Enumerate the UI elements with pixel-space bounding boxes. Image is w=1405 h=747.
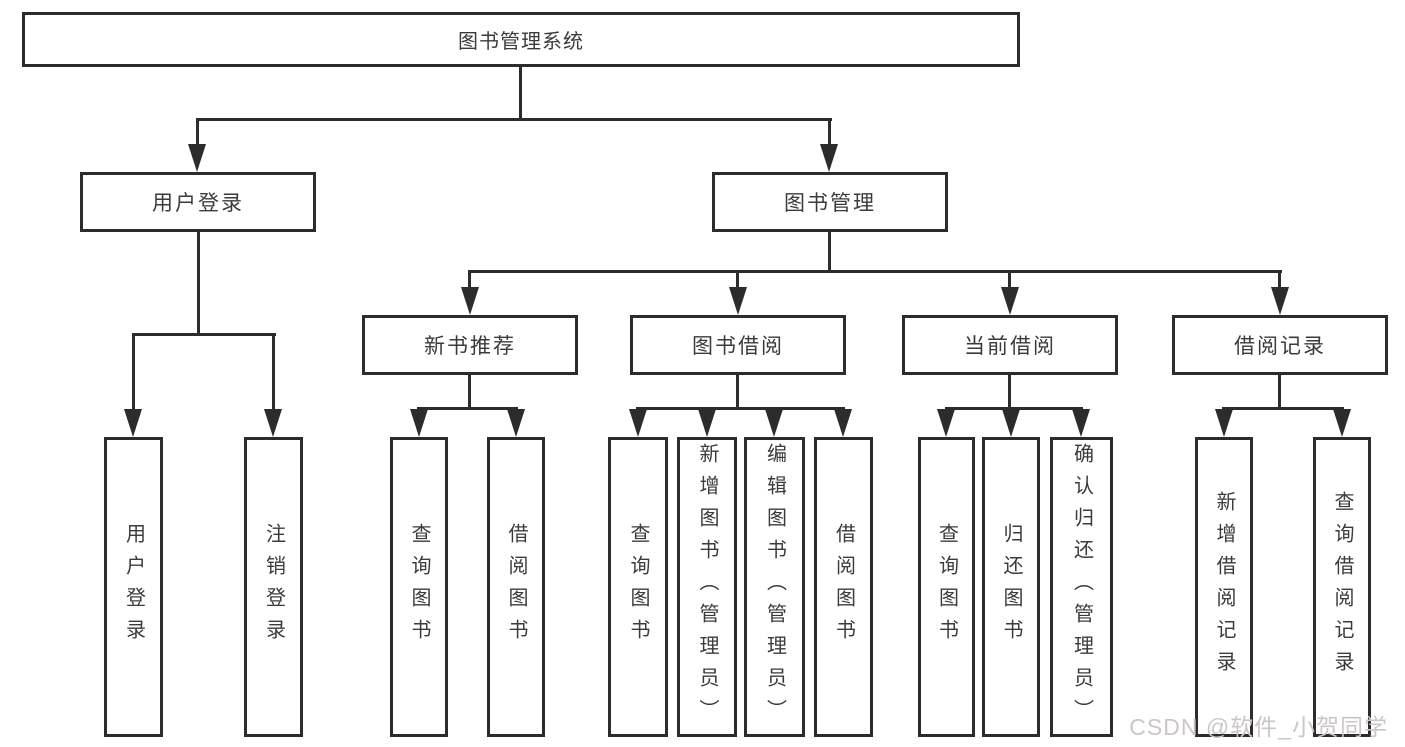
arrow-down-icon — [765, 409, 783, 437]
leaf-recommend-borrow-book-label: 借阅图书 — [505, 523, 527, 651]
arrow-down-icon — [629, 409, 647, 437]
connector-line — [132, 333, 276, 336]
leaf-recommend-query-book: 查询图书 — [390, 437, 448, 737]
node-book-borrowing: 图书借阅 — [630, 315, 846, 375]
leaf-borrow-query-book-label: 查询图书 — [627, 523, 649, 651]
leaf-login-logout: 注销登录 — [244, 437, 303, 737]
leaf-borrow-edit-book-admin: 编辑图书（管理员） — [744, 437, 805, 737]
watermark: CSDN @软件_小贺同学 — [1129, 714, 1388, 740]
connector-line — [272, 333, 275, 411]
arrow-down-icon — [1333, 409, 1351, 437]
arrow-down-icon — [698, 409, 716, 437]
leaf-current-query-book-label: 查询图书 — [935, 523, 958, 651]
node-user-login-label: 用户登录 — [152, 192, 244, 215]
node-book-management-label: 图书管理 — [784, 192, 876, 215]
leaf-login-logout-label: 注销登录 — [262, 523, 285, 651]
leaf-current-query-book: 查询图书 — [918, 437, 975, 737]
node-book-management: 图书管理 — [712, 172, 948, 232]
leaf-records-add-record-label: 新增借阅记录 — [1213, 491, 1235, 683]
connector-line — [1278, 375, 1281, 409]
arrow-down-icon — [188, 144, 206, 172]
connector-line — [468, 375, 471, 409]
connector-line — [196, 118, 832, 121]
node-root: 图书管理系统 — [22, 12, 1020, 67]
leaf-records-query-record-label: 查询借阅记录 — [1331, 491, 1353, 683]
arrow-down-icon — [124, 409, 142, 437]
leaf-borrow-add-book-admin: 新增图书（管理员） — [677, 437, 737, 737]
leaf-current-return-book: 归还图书 — [982, 437, 1040, 737]
connector-line — [1008, 375, 1011, 409]
arrow-down-icon — [461, 287, 479, 315]
leaf-login-user-login-label: 用户登录 — [122, 523, 145, 651]
connector-line — [468, 270, 471, 289]
connector-line — [196, 118, 199, 146]
arrow-down-icon — [729, 287, 747, 315]
leaf-borrow-borrow-book-label: 借阅图书 — [832, 523, 855, 651]
connector-line — [197, 232, 200, 335]
connector-line — [1222, 407, 1344, 410]
node-new-book-recommend: 新书推荐 — [362, 315, 578, 375]
node-new-book-recommend-label: 新书推荐 — [424, 335, 516, 358]
leaf-current-confirm-return-admin: 确认归还（管理员） — [1050, 437, 1113, 737]
node-borrowing-records: 借阅记录 — [1172, 315, 1388, 375]
arrow-down-icon — [820, 144, 838, 172]
node-root-label: 图书管理系统 — [458, 31, 584, 53]
arrow-down-icon — [1215, 409, 1233, 437]
arrow-down-icon — [1072, 409, 1090, 437]
leaf-borrow-borrow-book: 借阅图书 — [814, 437, 873, 737]
node-borrowing-records-label: 借阅记录 — [1234, 335, 1326, 358]
connector-line — [417, 407, 518, 410]
connector-line — [736, 270, 739, 289]
leaf-records-query-record: 查询借阅记录 — [1313, 437, 1371, 737]
connector-line — [636, 407, 845, 410]
leaf-recommend-borrow-book: 借阅图书 — [487, 437, 545, 737]
arrow-down-icon — [1001, 287, 1019, 315]
leaf-login-user-login: 用户登录 — [104, 437, 163, 737]
arrow-down-icon — [507, 409, 525, 437]
leaf-borrow-query-book: 查询图书 — [608, 437, 668, 737]
leaf-records-add-record: 新增借阅记录 — [1195, 437, 1253, 737]
connector-line — [519, 67, 522, 118]
node-current-borrowing: 当前借阅 — [902, 315, 1118, 375]
node-user-login: 用户登录 — [80, 172, 316, 232]
connector-line — [132, 333, 135, 411]
connector-line — [945, 407, 1083, 410]
leaf-current-confirm-return-admin-label: 确认归还（管理员） — [1070, 443, 1093, 731]
node-current-borrowing-label: 当前借阅 — [964, 335, 1056, 358]
connector-line — [1278, 270, 1281, 289]
connector-line — [828, 232, 831, 273]
arrow-down-icon — [1002, 409, 1020, 437]
arrow-down-icon — [834, 409, 852, 437]
connector-line — [1008, 270, 1011, 289]
arrow-down-icon — [264, 409, 282, 437]
leaf-borrow-edit-book-admin-label: 编辑图书（管理员） — [763, 443, 786, 731]
connector-line — [828, 118, 831, 146]
arrow-down-icon — [1271, 287, 1289, 315]
arrow-down-icon — [937, 409, 955, 437]
leaf-current-return-book-label: 归还图书 — [1000, 523, 1022, 651]
connector-line — [736, 375, 739, 409]
leaf-borrow-add-book-admin-label: 新增图书（管理员） — [696, 443, 718, 731]
node-book-borrowing-label: 图书借阅 — [692, 335, 784, 358]
connector-line — [468, 270, 1282, 273]
arrow-down-icon — [410, 409, 428, 437]
leaf-recommend-query-book-label: 查询图书 — [408, 523, 430, 651]
